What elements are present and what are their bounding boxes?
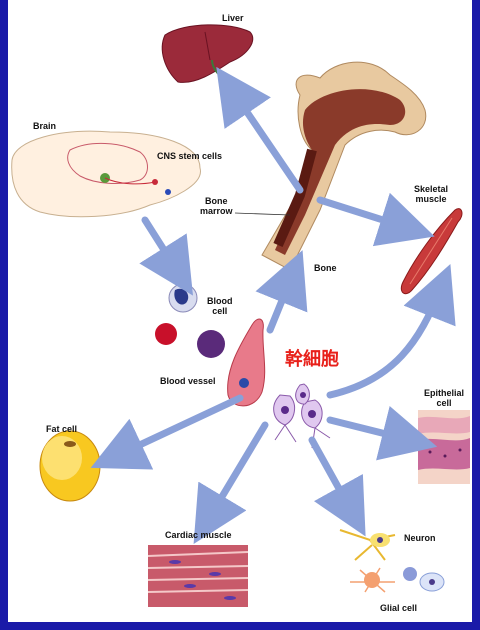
label-cns-stem-cells: CNS stem cells: [157, 151, 222, 161]
label-neuron: Neuron: [404, 533, 436, 543]
brain-illustration: [12, 131, 201, 217]
arrow-to-epithelial-cell: [330, 420, 410, 440]
label-skeletal-muscle: Skeletal muscle: [414, 184, 448, 204]
liver-illustration: [162, 25, 253, 83]
label-epithelial-cell-line1: Epithelial: [424, 388, 464, 398]
label-glial-cell: Glial cell: [380, 603, 417, 613]
epithelial-tissue-illustration: [418, 410, 470, 484]
label-skeletal-muscle-line2: muscle: [414, 194, 448, 204]
label-epithelial-cell: Epithelial cell: [424, 388, 464, 408]
arrow-to-fat-cell: [116, 398, 240, 456]
arrow-to-bone: [270, 276, 292, 330]
label-bone: Bone: [314, 263, 337, 273]
label-stem-cell: 幹細胞: [285, 345, 339, 371]
label-bone-marrow-line2: marrow: [200, 206, 233, 216]
label-cardiac-muscle: Cardiac muscle: [165, 530, 232, 540]
fat-cell-illustration: [40, 431, 100, 501]
arrow-to-skeletal-muscle: [320, 200, 408, 228]
label-blood-cell-line1: Blood: [207, 296, 233, 306]
label-blood-vessel: Blood vessel: [160, 376, 216, 386]
label-brain: Brain: [33, 121, 56, 131]
arrow-to-blood-cell: [145, 220, 178, 272]
label-bone-marrow-line1: Bone: [200, 196, 233, 206]
cardiac-muscle-illustration: [148, 545, 248, 607]
label-blood-cell-line2: cell: [207, 306, 233, 316]
label-blood-cell: Blood cell: [207, 296, 233, 316]
arrow-to-neuron: [312, 440, 352, 512]
stem-cells-illustration: [274, 384, 330, 448]
label-skeletal-muscle-line1: Skeletal: [414, 184, 448, 194]
label-fat-cell: Fat cell: [46, 424, 77, 434]
arrow-to-skeletal-muscle-2: [330, 290, 440, 395]
label-liver: Liver: [222, 13, 244, 23]
bone-illustration: [235, 62, 426, 270]
skeletal-muscle-illustration: [401, 209, 462, 294]
label-bone-marrow: Bone marrow: [200, 196, 233, 216]
arrow-to-cardiac-muscle: [208, 425, 265, 520]
arrow-to-liver: [232, 90, 300, 190]
label-epithelial-cell-line2: cell: [424, 398, 464, 408]
blood-vessel-illustration: [228, 319, 265, 406]
bone-marrow-pointer: [235, 213, 290, 215]
